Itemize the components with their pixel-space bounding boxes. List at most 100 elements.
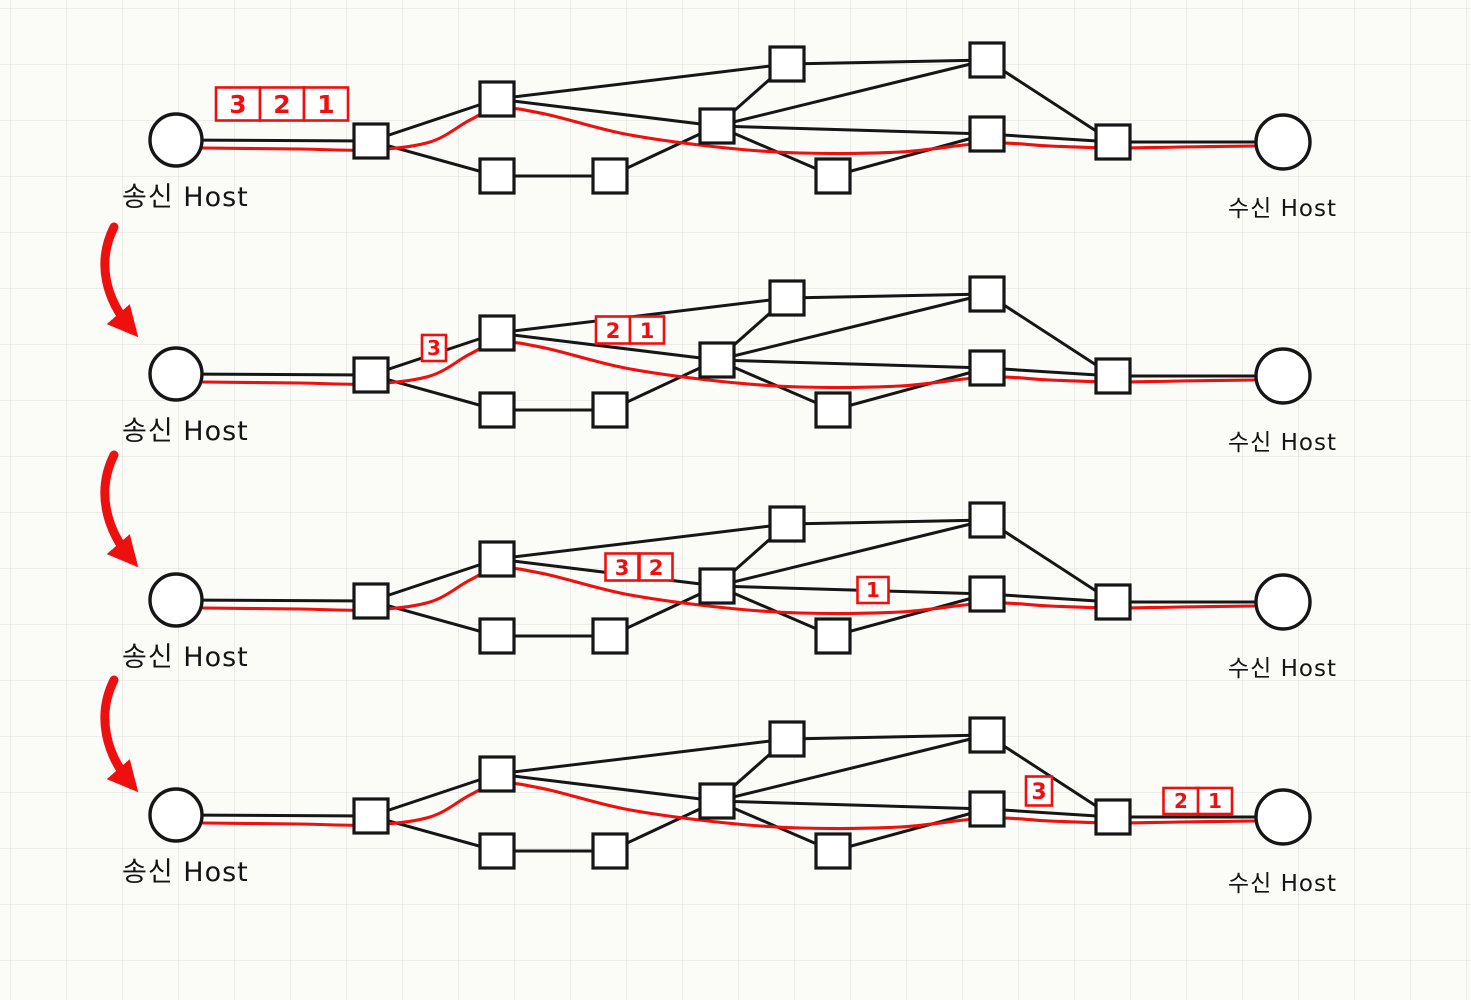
network-link — [785, 733, 989, 741]
packet-box — [420, 333, 448, 363]
receiver-host-node — [1254, 347, 1312, 405]
packet: 1 — [628, 315, 666, 345]
packet-label: 3 — [427, 336, 441, 360]
packet-label: 3 — [615, 556, 630, 580]
network-link — [495, 737, 789, 776]
network-link — [785, 292, 989, 300]
network-link — [831, 807, 989, 853]
router-node-C — [478, 391, 516, 429]
packet-route-path — [201, 106, 1258, 156]
sender-host-label: 송신 Host — [122, 416, 249, 447]
receiver-host-node — [1254, 573, 1312, 631]
network-link — [495, 331, 719, 362]
router-node-I — [968, 575, 1006, 613]
network-link — [985, 592, 1115, 604]
packet: 1 — [1196, 786, 1234, 816]
sender-host-node — [148, 787, 204, 843]
router-node-I — [968, 115, 1006, 153]
network-link — [785, 518, 989, 526]
router-node-B — [478, 80, 516, 118]
network-link — [715, 799, 989, 811]
router-node-E — [698, 567, 736, 605]
receiver-host-label: 수신 Host — [1228, 196, 1337, 222]
sender-host-label: 송신 Host — [122, 857, 249, 888]
sender-host-node — [148, 112, 204, 168]
sender-host-node — [148, 346, 204, 402]
network-link — [715, 58, 989, 128]
sender-host-label: 송신 Host — [122, 642, 249, 673]
packet: 3 — [604, 552, 640, 582]
packet: 3 — [214, 86, 262, 122]
router-node-C — [478, 157, 516, 195]
packet-box — [856, 575, 890, 605]
packet: 3 — [420, 333, 448, 363]
router-node-B — [478, 540, 516, 578]
packet: 1 — [302, 86, 350, 122]
network-link — [985, 366, 1115, 378]
network-link — [715, 518, 989, 588]
packet-label: 1 — [866, 578, 880, 602]
sender-host-node — [148, 572, 204, 628]
router-node-J — [1094, 357, 1132, 395]
packet: 2 — [258, 86, 306, 122]
network-link — [174, 138, 373, 143]
network-link — [495, 772, 719, 803]
packet-box — [1196, 786, 1234, 816]
router-node-E — [698, 782, 736, 820]
packet: 2 — [594, 315, 632, 345]
stage-transition-arrow-1 — [100, 222, 139, 338]
packet-route-path — [201, 781, 1258, 831]
router-node-H — [968, 716, 1006, 754]
packet-label: 1 — [317, 90, 334, 119]
packet-label: 3 — [229, 90, 246, 119]
packet-route-path — [201, 340, 1258, 390]
network-link — [369, 557, 499, 603]
network-link — [174, 813, 373, 818]
receiver-host-node — [1254, 113, 1312, 171]
network-link — [369, 97, 499, 143]
router-node-I — [968, 349, 1006, 387]
network-link — [715, 358, 989, 370]
router-node-F — [768, 720, 806, 758]
router-node-D — [591, 832, 629, 870]
network-link — [369, 599, 499, 638]
packet-box — [628, 315, 666, 345]
router-node-C — [478, 832, 516, 870]
receiver-host-label: 수신 Host — [1228, 430, 1337, 456]
router-node-E — [698, 341, 736, 379]
packet-label: 3 — [1031, 780, 1046, 805]
stage-transition-arrow-2 — [100, 450, 139, 568]
network-link — [495, 522, 789, 561]
receiver-host-label: 수신 Host — [1228, 871, 1337, 897]
packet-box — [258, 86, 306, 122]
packet-box — [1024, 775, 1054, 807]
network-link — [785, 58, 989, 66]
packet: 3 — [1024, 775, 1054, 807]
network-link — [985, 292, 1115, 378]
router-node-G — [814, 391, 852, 429]
router-node-B — [478, 314, 516, 352]
router-node-B — [478, 755, 516, 793]
router-node-D — [591, 391, 629, 429]
router-node-C — [478, 617, 516, 655]
router-node-H — [968, 41, 1006, 79]
network-link — [985, 518, 1115, 604]
network-link — [369, 139, 499, 178]
network-link — [495, 62, 789, 101]
packet-box — [302, 86, 350, 122]
network-link — [369, 814, 499, 853]
packet: 1 — [856, 575, 890, 605]
packet-label: 2 — [273, 90, 290, 119]
network-link — [495, 97, 719, 128]
packet-route-path — [201, 566, 1258, 616]
packet-label: 1 — [1208, 789, 1222, 813]
stage-transition-arrow-3 — [100, 675, 139, 793]
network-link — [174, 372, 373, 377]
router-node-H — [968, 501, 1006, 539]
router-node-A — [352, 356, 390, 394]
